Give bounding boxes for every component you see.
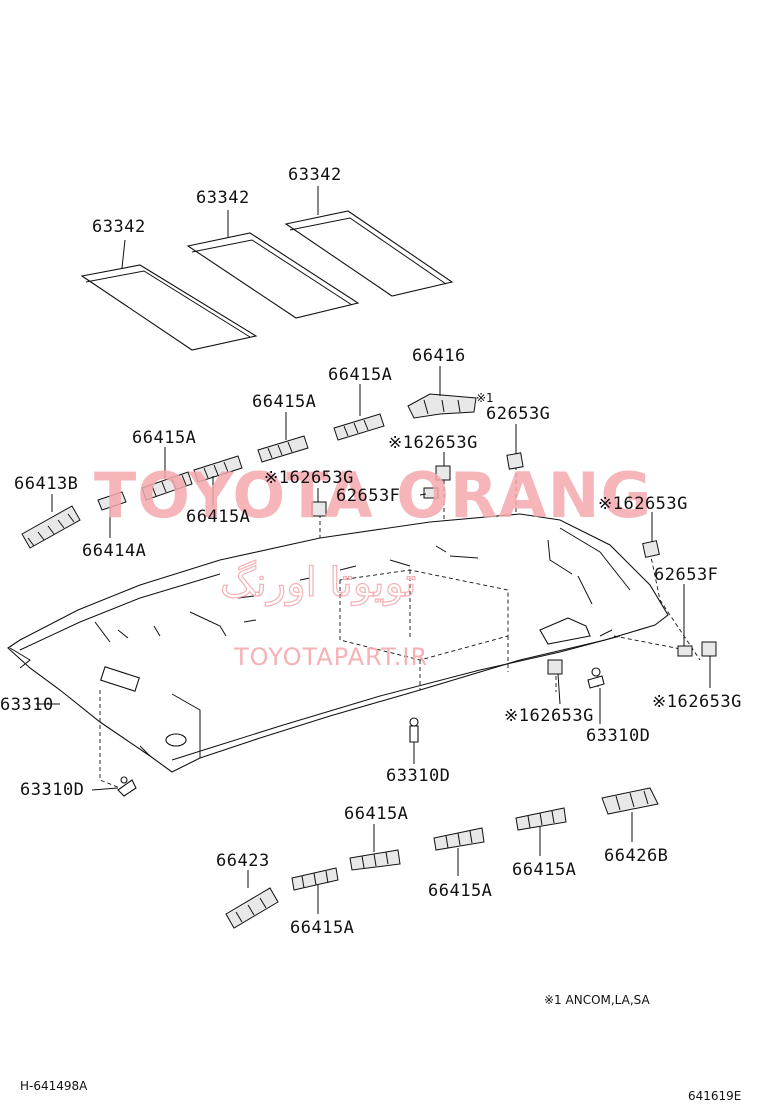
clamp-66415A-bottom-4 [515,807,567,831]
clamp-66414A [97,491,127,511]
drawing-code-right: 641619E [688,1089,741,1103]
label-66415A-bottom-4: 66415A [512,860,576,880]
label-63342-middle: 63342 [196,188,250,208]
label-62653G-4: ※162653G [598,494,688,514]
label-62653F-1: 62653F [336,486,400,506]
label-66423: 66423 [216,851,270,871]
label-63342-right: 63342 [288,165,342,185]
footnote: ※1 ANCOM,LA,SA [544,993,651,1007]
label-66415A-bottom-3: 66415A [428,881,492,901]
label-66415A-top-4: 66415A [328,365,392,385]
clip-62653G-5 [701,641,717,657]
clamp-66423 [225,887,279,929]
label-62653G-2: ※162653G [388,433,478,453]
watermark-url: TOYOTAPART.IR [233,643,428,671]
clip-62653G-4 [642,540,660,558]
label-66415A-top-2: 66415A [186,507,250,527]
fastener-63310D-center [409,717,419,743]
bracket-66426B [601,787,659,815]
roof-headliner [7,513,669,773]
clip-62653G-6 [547,659,563,675]
clamp-66415A-top-4 [333,413,385,441]
watermark-brand: TOYOTA ORANG [94,459,652,532]
label-66415A-top-1: 66415A [132,428,196,448]
label-63310: 63310 [0,695,54,715]
label-62653G-6: ※162653G [504,706,594,726]
clip-62653G-1 [506,452,524,470]
label-62653F-2: 62653F [654,565,718,585]
bracket-66416 [407,393,477,419]
label-63310D-right: 63310D [586,726,650,746]
watermark-persian: تویوتا اورنگ [220,560,416,606]
label-66415A-bottom-2: 66415A [344,804,408,824]
label-66415A-bottom-1: 66415A [290,918,354,938]
label-63310D-center: 63310D [386,766,450,786]
label-66416-note-mark: ※1 [476,391,494,405]
clamp-66415A-bottom-2 [349,849,401,871]
label-66416: 66416 [412,346,466,366]
label-62653G-3: ※162653G [264,468,354,488]
label-66426B: 66426B [604,846,668,866]
clamp-66415A-top-1 [141,471,193,501]
label-62653G-1: 62653G [486,404,550,424]
roof-silencer-pad-left [80,264,258,351]
drawing-code-left: H-641498A [20,1079,88,1093]
clamp-66415A-top-2 [193,455,243,483]
roof-silencer-pad-middle [186,232,360,319]
fastener-63310D-right [587,667,605,689]
clip-62653F-2 [677,645,693,657]
clip-62653F-1 [423,487,439,499]
clamp-66415A-top-3 [257,435,309,463]
label-66415A-top-3: 66415A [252,392,316,412]
label-62653G-5: ※162653G [652,692,742,712]
clip-62653G-3 [311,501,327,517]
clamp-66415A-bottom-3 [433,827,485,851]
label-63342-left: 63342 [92,217,146,237]
roof-silencer-pad-right [284,210,454,297]
clamp-66415A-bottom-1 [291,867,339,891]
clip-62653G-2 [435,465,451,481]
label-66413B: 66413B [14,474,78,494]
label-66414A: 66414A [82,541,146,561]
label-63310D-left: 63310D [20,780,84,800]
fastener-63310D-bottom-left [117,776,137,797]
clamp-66413B [21,505,81,549]
